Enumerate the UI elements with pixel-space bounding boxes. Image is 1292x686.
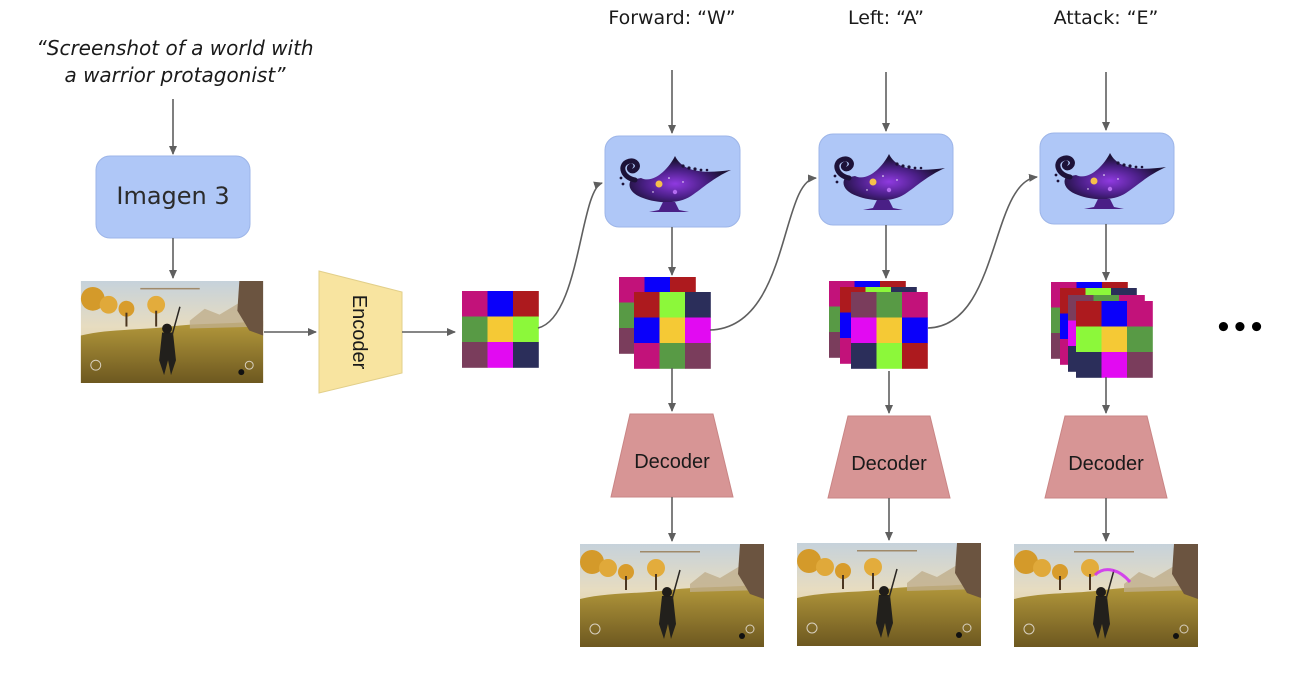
latent-stack-3-front [1076, 301, 1153, 378]
latent-grid-initial [462, 291, 539, 368]
latent-token [634, 317, 660, 344]
continuation-ellipsis: ••• [1215, 313, 1265, 343]
latent-token [685, 343, 711, 369]
arrow-latent-to-genie-3 [927, 173, 1038, 329]
latent-token [1076, 352, 1102, 378]
latent-token [685, 317, 711, 344]
latent-token [1127, 326, 1153, 353]
latent-token [685, 292, 711, 318]
latent-token [462, 291, 488, 317]
latent-token [1101, 352, 1128, 378]
latent-token [1127, 301, 1153, 327]
latent-stack-2-front [851, 292, 928, 369]
prompt-text-line2: a warrior protagonist” [64, 63, 286, 87]
decoder-label: Decoder [851, 453, 927, 475]
latent-token [1076, 326, 1102, 353]
latent-token [876, 317, 903, 344]
genie-box-3 [1039, 132, 1175, 225]
latent-token [1101, 326, 1128, 353]
latent-token [659, 343, 686, 369]
encoder-block: Encoder [318, 270, 403, 394]
latent-token [851, 292, 877, 318]
latent-stack-1-front [634, 292, 711, 369]
input-frame-image [80, 281, 264, 383]
latent-token [876, 292, 903, 318]
latent-layer [462, 277, 1153, 378]
arrow-latent-to-genie-2 [709, 174, 817, 331]
action-label-forward: Forward: “W” [608, 7, 735, 29]
prompt-text-line1: “Screenshot of a world with [36, 36, 313, 60]
imagen-label: Imagen 3 [116, 182, 229, 210]
latent-token [513, 291, 539, 317]
latent-token [462, 342, 488, 368]
latent-token [659, 292, 686, 318]
latent-token [902, 343, 928, 369]
latent-token [876, 343, 903, 369]
latent-token [659, 317, 686, 344]
latent-token [487, 342, 514, 368]
genie-box-2 [818, 133, 954, 226]
action-label-attack: Attack: “E” [1054, 7, 1159, 29]
encoder-label: Encoder [348, 295, 370, 370]
latent-token [513, 342, 539, 368]
decoder-block-2: Decoder [827, 415, 951, 499]
latent-token [634, 343, 660, 369]
latent-token [1101, 301, 1128, 327]
output-frame-forward [580, 544, 764, 647]
attack-effect [1093, 568, 1132, 583]
latent-token [513, 316, 539, 343]
latent-token [902, 317, 928, 344]
arrow-latent-to-genie-1 [537, 181, 603, 329]
output-frame-attack [1014, 544, 1198, 647]
latent-token [487, 291, 514, 317]
latent-token [462, 316, 488, 343]
genie-box-1 [604, 135, 741, 228]
decoder-label: Decoder [1068, 453, 1144, 475]
action-label-left: Left: “A” [848, 7, 924, 29]
latent-token [634, 292, 660, 318]
decoder-block-1: Decoder [610, 413, 734, 498]
latent-token [902, 292, 928, 318]
imagen-box: Imagen 3 [95, 155, 251, 239]
latent-token [851, 343, 877, 369]
decoder-block-3: Decoder [1044, 415, 1168, 499]
latent-token [1127, 352, 1153, 378]
latent-token [851, 317, 877, 344]
output-frame-attack-image [1014, 544, 1198, 647]
decoder-label: Decoder [634, 451, 710, 473]
output-frame-left [797, 543, 981, 646]
latent-token [1076, 301, 1102, 327]
latent-token [487, 316, 514, 343]
